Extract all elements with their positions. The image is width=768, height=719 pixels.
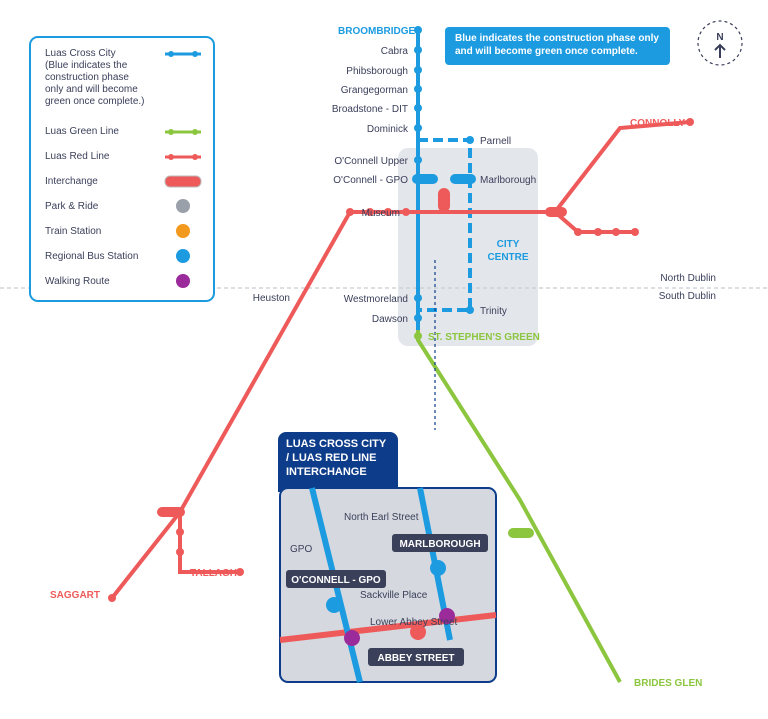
- station-labels: BROOMBRIDGE Cabra Phibsborough Grangegor…: [50, 26, 702, 689]
- legend: Luas Cross City (Blue indicates the cons…: [29, 36, 215, 302]
- interchange-abbey-street: [438, 188, 450, 212]
- legend-interchange: Interchange: [45, 176, 98, 187]
- north-arrow: N: [697, 20, 743, 66]
- inset-title: LUAS CROSS CITY / LUAS RED LINE INTERCHA…: [278, 432, 398, 492]
- city-centre-label: CITY CENTRE: [487, 239, 528, 263]
- station-tallaght: TALLAGHT: [190, 568, 243, 579]
- city-centre-line1: CITY: [497, 239, 520, 250]
- station-marlborough: Marlborough: [480, 175, 536, 186]
- legend-train: Train Station: [45, 226, 102, 237]
- legend-walking: Walking Route: [45, 276, 110, 287]
- station-dominick: Dominick: [367, 124, 409, 135]
- station-trinity: Trinity: [480, 306, 507, 317]
- city-centre-line2: CENTRE: [487, 252, 528, 263]
- interchange-marlborough: [450, 174, 476, 184]
- legend-green: Luas Green Line: [45, 126, 119, 137]
- station-oconnell-gpo: O'Connell - GPO: [333, 175, 408, 186]
- station-grangegorman: Grangegorman: [341, 85, 408, 96]
- station-st-stephens: ST. STEPHEN'S GREEN: [428, 332, 540, 343]
- legend-bus: Regional Bus Station: [45, 251, 139, 262]
- station-connolly: CONNOLLY: [630, 118, 686, 129]
- station-broombridge: BROOMBRIDGE: [338, 26, 416, 37]
- legend-cross-city: Luas Cross City (Blue indicates the cons…: [45, 48, 145, 107]
- station-heuston: Heuston: [253, 293, 290, 304]
- station-museum: Museum: [362, 208, 400, 219]
- station-brides-glen: BRIDES GLEN: [634, 678, 702, 689]
- interchange-belgard: [157, 507, 185, 517]
- legend-red: Luas Red Line: [45, 151, 110, 162]
- station-westmoreland: Westmoreland: [344, 294, 408, 305]
- station-cabra: Cabra: [381, 46, 409, 57]
- south-dublin-label: South Dublin: [659, 291, 716, 302]
- svg-text:N: N: [716, 32, 723, 43]
- station-saggart: SAGGART: [50, 590, 100, 601]
- station-parnell: Parnell: [480, 136, 511, 147]
- station-dawson: Dawson: [372, 314, 408, 325]
- interchange-oconnell-gpo: [412, 174, 438, 184]
- station-broadstone: Broadstone - DIT: [332, 104, 408, 115]
- interchange-sandyford: [508, 528, 534, 538]
- red-stops: [108, 118, 694, 602]
- legend-park-ride: Park & Ride: [45, 201, 99, 212]
- legend-symbols: [164, 51, 202, 288]
- north-dublin-label: North Dublin: [660, 273, 716, 284]
- blue-stops: [414, 26, 474, 322]
- green-stops: [414, 332, 422, 340]
- station-oconnell-upper: O'Connell Upper: [334, 156, 408, 167]
- green-line: [416, 330, 622, 683]
- construction-note: Blue indicates the construction phase on…: [445, 27, 670, 65]
- station-phibsborough: Phibsborough: [346, 66, 408, 77]
- interchange-busaras: [545, 207, 567, 217]
